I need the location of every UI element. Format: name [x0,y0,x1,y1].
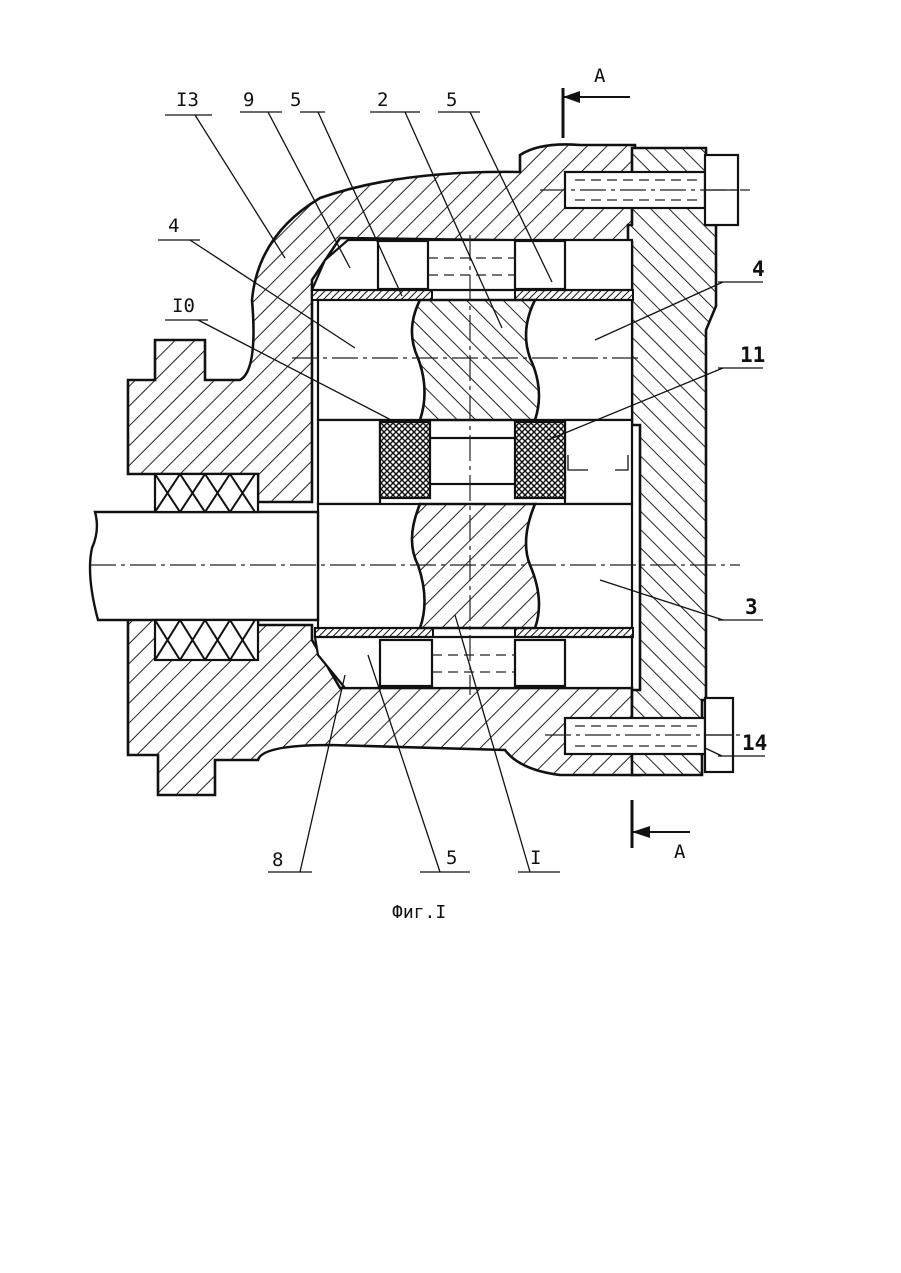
label-1: I [530,847,541,869]
bushing-lower-right [515,628,633,637]
middle-cavity-left [318,420,380,504]
upper-port-right [515,241,565,289]
label-4-right: 4 [752,257,765,281]
section-mark-top: A [563,65,630,138]
label-5-top-right: 5 [446,89,457,111]
bushing-upper [312,290,432,300]
label-9: 9 [243,89,254,111]
label-11: 11 [740,343,765,367]
center-pin [430,438,515,484]
lower-port-left [380,640,432,686]
middle-cavity-right [565,420,632,504]
label-5-top-left: 5 [290,89,301,111]
label-4-left: 4 [168,215,179,237]
bearing-lower [155,620,258,660]
label-14: 14 [742,731,767,755]
upper-gear-chamber-left [318,300,425,420]
label-2: 2 [377,89,388,111]
section-label-bottom: A [674,841,686,863]
upper-gear-chamber-right [526,300,632,420]
upper-channel [312,240,632,290]
section-label-top: A [594,65,606,87]
seal-left [380,422,430,498]
label-13: I3 [176,89,199,111]
seal-right [515,422,565,498]
label-8: 8 [272,849,283,871]
section-mark-bottom: A [632,800,690,863]
bearing-upper [155,474,258,512]
lower-gear-chamber-right [526,504,632,628]
gear-lower [412,504,539,628]
label-5-bottom: 5 [446,847,457,869]
figure-caption: Фиг.I [392,902,446,923]
drive-shaft [90,512,318,620]
lower-port-right [515,640,565,686]
label-10: I0 [172,295,195,317]
upper-port-left [378,241,428,289]
bushing-upper-right [515,290,633,300]
gear-upper [412,300,539,420]
lower-gear-chamber-left [318,504,425,628]
bushing-lower [315,628,433,637]
label-3: 3 [745,595,758,619]
end-cover [628,148,716,775]
